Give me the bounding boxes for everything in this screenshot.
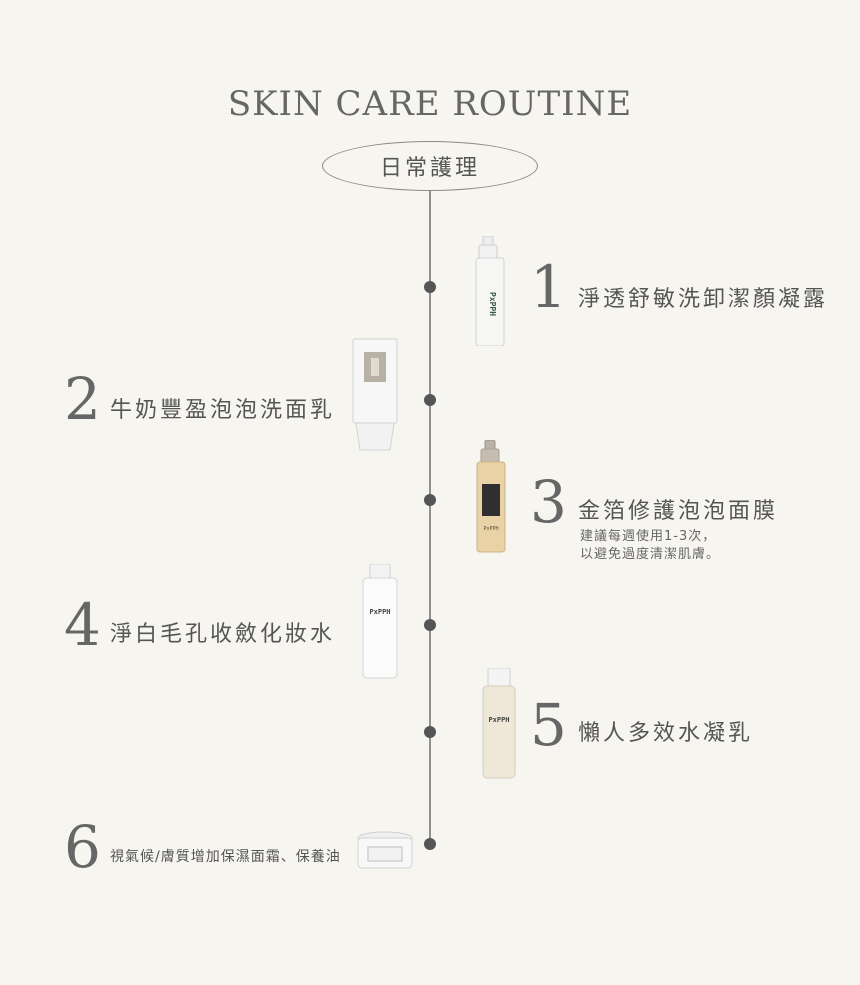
step-label-1: 淨透舒敏洗卸潔顏凝露 <box>578 287 829 312</box>
step-number-2: 2 <box>64 365 101 433</box>
svg-text:PxPPH: PxPPH <box>369 608 390 616</box>
timeline-dot-1 <box>424 281 436 293</box>
timeline-line <box>429 191 431 845</box>
product-emulsion-bottle: PxPPH <box>482 667 516 780</box>
subtitle-text: 日常護理 <box>379 156 480 181</box>
product-cleansing-gel-bottle: PxPPH <box>474 235 506 347</box>
product-toner-bottle: PxPPH <box>362 563 398 680</box>
timeline-dot-4 <box>424 619 436 631</box>
product-cream-jar <box>356 830 414 870</box>
product-gold-mask-bottle: PxPPH <box>476 439 506 556</box>
timeline-dot-3 <box>424 494 436 506</box>
timeline-dot-2 <box>424 394 436 406</box>
step-label-5: 懶人多效水凝乳 <box>578 721 754 746</box>
product-milk-cleanser-tube <box>352 338 398 454</box>
step-label-2: 牛奶豐盈泡泡洗面乳 <box>110 398 336 423</box>
subtitle-badge: 日常護理 <box>322 141 538 191</box>
step-label-3: 金箔修護泡泡面膜 <box>578 499 779 524</box>
step-number-3: 3 <box>530 468 567 536</box>
step-number-1: 1 <box>530 253 567 321</box>
step-note-line-1: 建議每週使用1-3次， <box>580 529 717 544</box>
step-note-line-2: 以避免過度清潔肌膚。 <box>580 547 721 562</box>
svg-text:PxPPH: PxPPH <box>483 526 498 532</box>
step-number-5: 5 <box>530 691 567 759</box>
svg-text:PxPPH: PxPPH <box>488 716 509 724</box>
svg-text:PxPPH: PxPPH <box>488 292 497 316</box>
step-number-4: 4 <box>64 591 101 659</box>
step-label-6: 視氣候/膚質增加保濕面霜、保養油 <box>110 849 341 865</box>
timeline-dot-6 <box>424 838 436 850</box>
step-label-4: 淨白毛孔收斂化妝水 <box>110 622 336 647</box>
timeline-dot-5 <box>424 726 436 738</box>
step-number-6: 6 <box>64 813 101 881</box>
page-title: SKIN CARE ROUTINE <box>227 84 633 124</box>
